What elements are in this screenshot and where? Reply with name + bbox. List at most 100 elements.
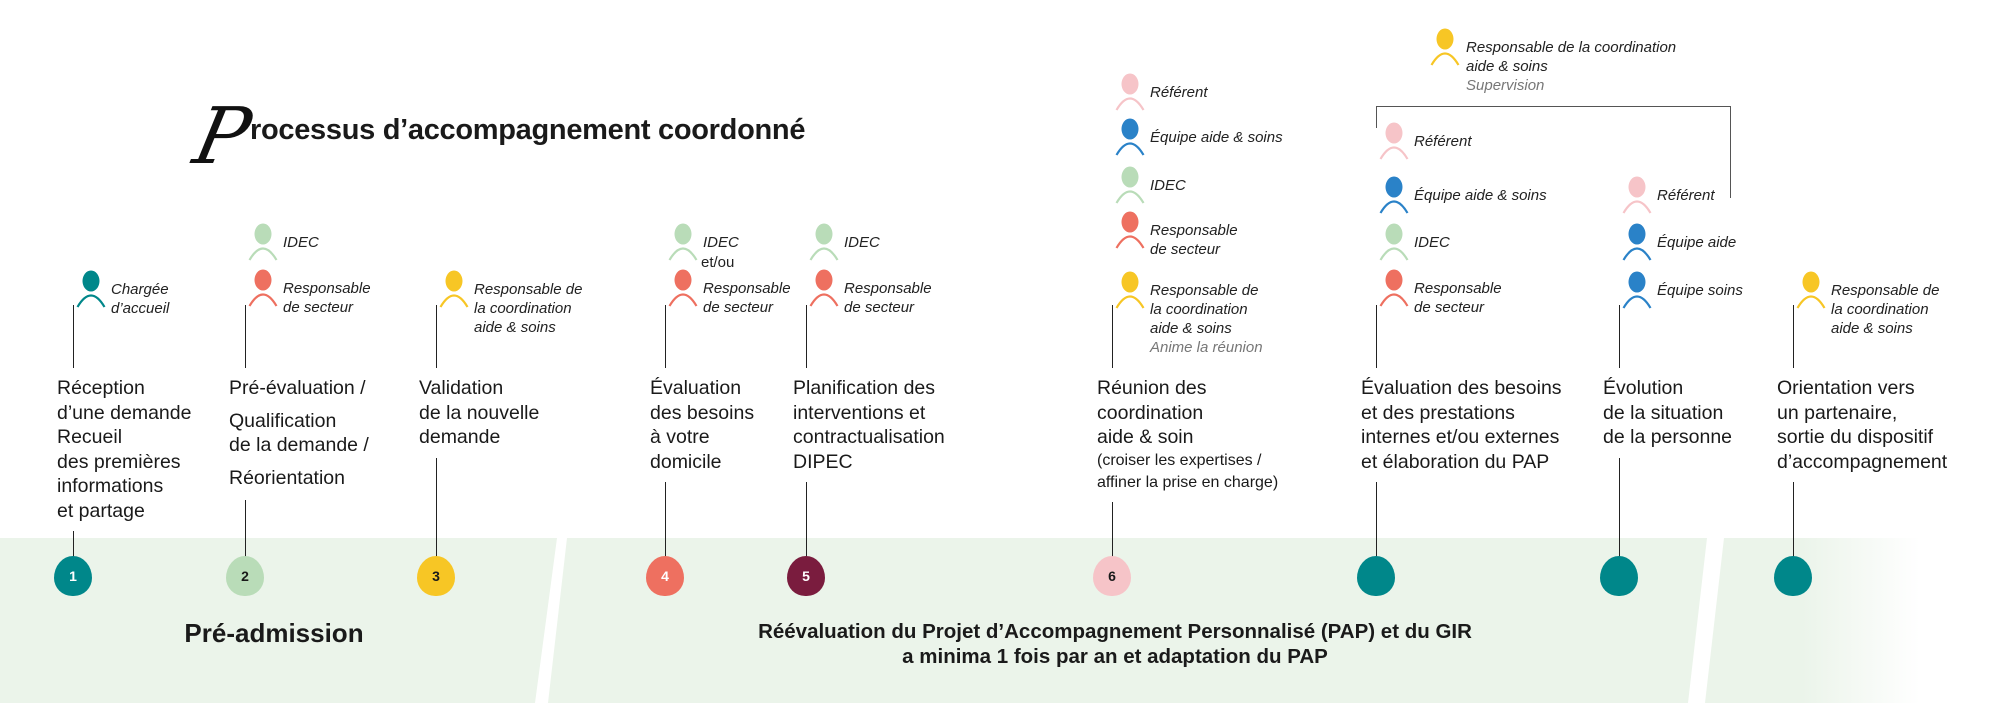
phase-label-line: a minima 1 fois par an et adaptation du … bbox=[902, 645, 1328, 668]
step-text-line: de la nouvelle bbox=[419, 401, 540, 424]
connector-line-lower bbox=[1112, 502, 1114, 560]
connector-line-upper bbox=[1376, 305, 1378, 368]
step-marker[interactable]: 4 bbox=[646, 556, 684, 596]
step-text-line: informations bbox=[57, 475, 164, 497]
person-icon bbox=[809, 269, 839, 307]
role-label-line: la coordination bbox=[1831, 301, 1929, 318]
step-text-note: (croiser les expertises / bbox=[1097, 451, 1262, 469]
step-text-line: de la personne bbox=[1603, 426, 1733, 448]
supervision-bracket-right bbox=[1730, 106, 1732, 198]
connector-line-lower bbox=[245, 500, 247, 560]
connector-line-lower bbox=[436, 458, 438, 560]
phase-label-pre-admission: Pré-admission bbox=[184, 618, 364, 648]
step-text-line: des besoins bbox=[650, 401, 755, 424]
role-label: IDEC bbox=[1414, 233, 1450, 252]
person-icon bbox=[1430, 28, 1460, 66]
role-label-line: aide & soins bbox=[1150, 320, 1232, 337]
role-note: Supervision bbox=[1466, 77, 1545, 94]
person-icon bbox=[1115, 118, 1145, 156]
role-label-line: aide & soins bbox=[474, 319, 556, 336]
role-label-line: Référent bbox=[1657, 187, 1715, 204]
connector-line-upper bbox=[665, 305, 667, 368]
role-label: Référent bbox=[1414, 132, 1472, 151]
role-label-line: Responsable de bbox=[474, 281, 583, 298]
band-reevaluation bbox=[548, 538, 1707, 703]
person-icon bbox=[1379, 122, 1409, 160]
role-label-line: Responsable de bbox=[1150, 282, 1259, 299]
step-text-line: et élaboration du PAP bbox=[1361, 450, 1550, 473]
role-label-line: d’accueil bbox=[111, 300, 170, 317]
step-marker[interactable] bbox=[1600, 556, 1638, 596]
connector-line-upper bbox=[436, 305, 438, 368]
role-label-line: aide & soins bbox=[1831, 320, 1913, 337]
step-marker[interactable]: 1 bbox=[54, 556, 92, 596]
step-text-line: de la demande / bbox=[229, 434, 369, 456]
step-text-line: de la situation bbox=[1603, 401, 1724, 424]
step-text-line: un partenaire, bbox=[1777, 401, 1898, 424]
step-text-line: des premières bbox=[57, 450, 181, 473]
person-icon bbox=[1115, 211, 1145, 249]
step-text-line: DIPEC bbox=[793, 450, 853, 473]
step-marker[interactable]: 6 bbox=[1093, 556, 1131, 596]
step-text-line: Évolution bbox=[1603, 377, 1684, 399]
step-text-line: Validation bbox=[419, 377, 504, 399]
title-text: rocessus d’accompagnement coordonné bbox=[250, 114, 806, 146]
connector-line-lower bbox=[1376, 482, 1378, 560]
step-marker[interactable] bbox=[1357, 556, 1395, 596]
step-text-line: Orientation vers bbox=[1777, 377, 1915, 399]
person-icon bbox=[1622, 176, 1652, 214]
connector-line-lower bbox=[1619, 458, 1621, 560]
step-text-line: Pré-évaluation / bbox=[229, 377, 366, 399]
step-text-line: et des prestations bbox=[1361, 401, 1515, 424]
person-icon bbox=[1379, 223, 1409, 261]
person-icon bbox=[248, 223, 278, 261]
person-icon bbox=[1379, 269, 1409, 307]
person-icon bbox=[248, 269, 278, 307]
role-label-line: de secteur bbox=[1414, 299, 1485, 316]
step-text-note: affiner la prise en charge) bbox=[1097, 473, 1279, 491]
connector-line-upper bbox=[245, 305, 247, 368]
step-text-line: Réception bbox=[57, 377, 145, 399]
role-label-line: Chargée bbox=[111, 281, 169, 298]
role-label-line: Équipe soins bbox=[1657, 282, 1743, 299]
step-text-line: Réorientation bbox=[229, 466, 345, 489]
step-text-line: Réunion des bbox=[1097, 377, 1207, 399]
step-marker[interactable]: 5 bbox=[787, 556, 825, 596]
person-icon bbox=[1115, 166, 1145, 204]
step-text-line: Évaluation bbox=[650, 377, 742, 399]
person-icon bbox=[1115, 73, 1145, 111]
step-marker[interactable]: 2 bbox=[226, 556, 264, 596]
person-icon bbox=[76, 270, 106, 308]
role-label-line: Responsable bbox=[703, 280, 791, 297]
phase-label-reevaluation: Réévaluation du Projet d’Accompagnement … bbox=[715, 619, 1515, 669]
step-marker[interactable]: 3 bbox=[417, 556, 455, 596]
step-text-line: Planification des bbox=[793, 377, 936, 399]
role-label: IDEC bbox=[283, 233, 319, 252]
role-label-line: Référent bbox=[1414, 133, 1472, 150]
role-label-line: Responsable bbox=[1414, 280, 1502, 297]
role-label-line: de secteur bbox=[1150, 241, 1221, 258]
role-label-line: Référent bbox=[1150, 84, 1208, 101]
role-label-line: de secteur bbox=[283, 299, 354, 316]
step-text-line: d’une demande bbox=[57, 401, 192, 424]
step-marker[interactable] bbox=[1774, 556, 1812, 596]
role-label-line: Équipe aide & soins bbox=[1414, 187, 1547, 204]
step-text-line: aide & soin bbox=[1097, 426, 1194, 448]
role-label: IDEC bbox=[703, 233, 739, 252]
role-label: Référent bbox=[1150, 83, 1208, 102]
step-text-line: Recueil bbox=[57, 426, 123, 448]
step-paragraph: Pré-évaluation / bbox=[229, 376, 369, 401]
role-label: Chargée d’accueil bbox=[111, 280, 169, 318]
